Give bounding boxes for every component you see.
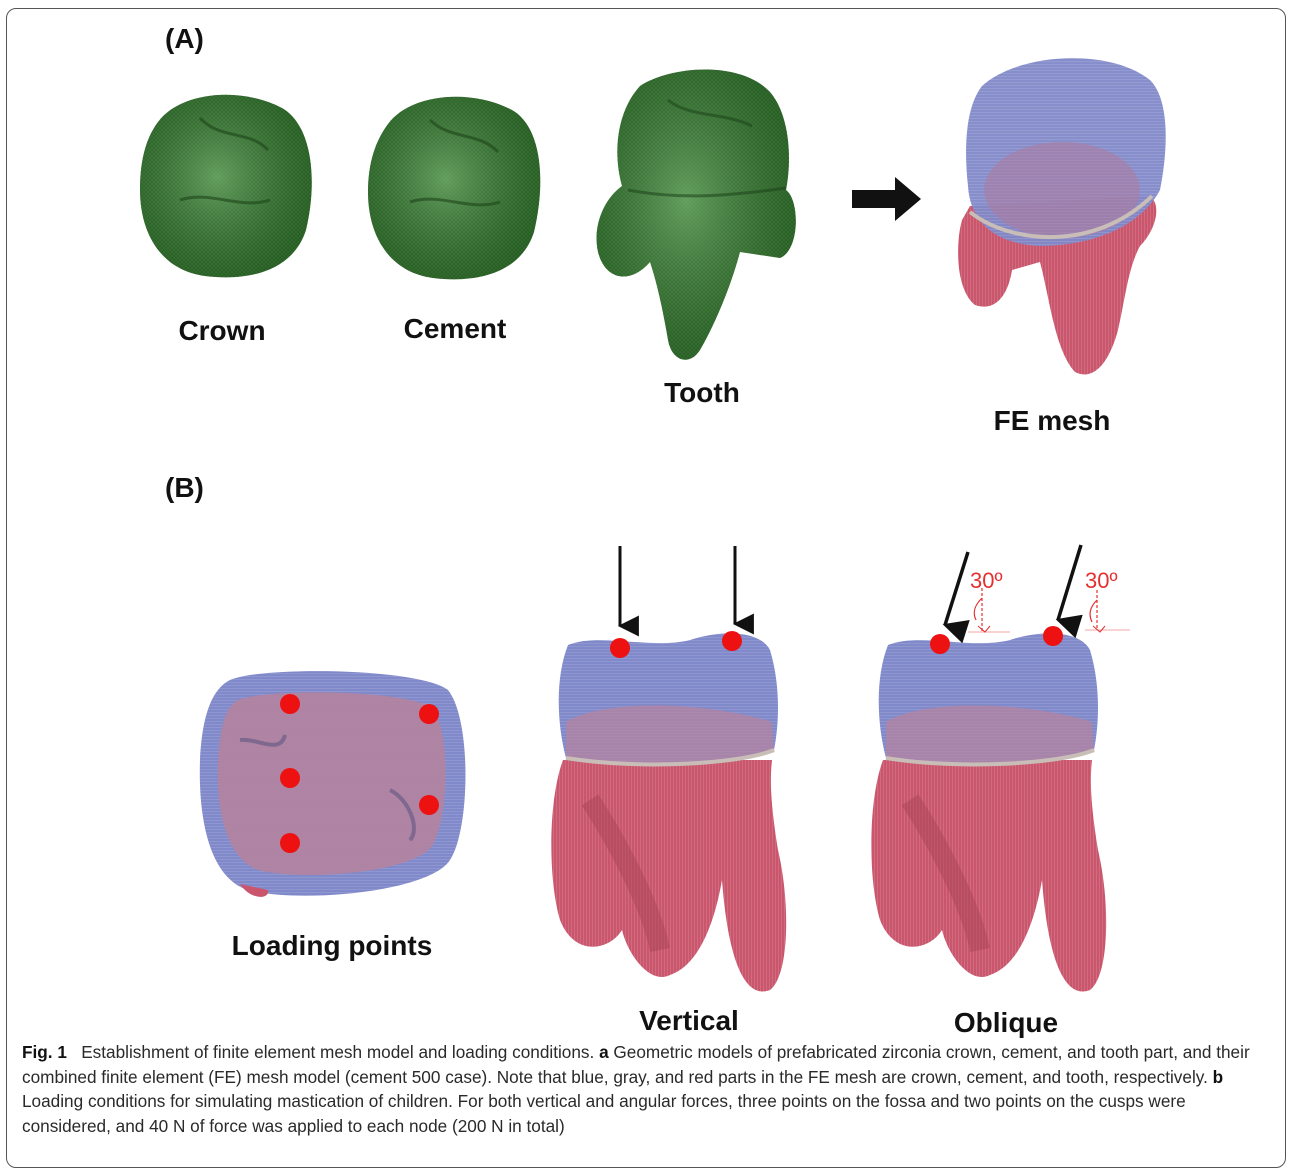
right-arrow-icon	[852, 177, 921, 221]
angle-label-2: 30º	[1085, 568, 1118, 593]
caption-b-label: b	[1213, 1067, 1224, 1087]
oblique-loading-model: 30º 30º	[871, 545, 1130, 992]
label-fe-mesh: FE mesh	[994, 405, 1111, 436]
caption-fig-label: Fig. 1	[22, 1042, 67, 1062]
oblique-force-arrow-2	[1058, 545, 1081, 620]
angle-indicator-1	[968, 588, 1010, 632]
load-point-fossa-1	[280, 694, 300, 714]
panel-a-tag: (A)	[165, 23, 204, 54]
panel-b-tag: (B)	[165, 472, 204, 503]
label-cement: Cement	[404, 313, 507, 344]
figure-caption: Fig. 1 Establishment of finite element m…	[22, 1040, 1267, 1138]
label-loading-points: Loading points	[232, 930, 433, 961]
caption-b-text: Loading conditions for simulating mastic…	[22, 1091, 1186, 1136]
crown-model	[140, 95, 312, 278]
load-point-fossa-3	[280, 833, 300, 853]
oblique-force-arrow-1	[945, 552, 968, 625]
caption-a-label: a	[599, 1042, 609, 1062]
label-tooth: Tooth	[664, 377, 740, 408]
label-oblique: Oblique	[954, 1007, 1058, 1038]
label-crown: Crown	[178, 315, 265, 346]
oblique-load-point-1	[930, 634, 950, 654]
load-point-cusp-1	[419, 704, 439, 724]
vertical-loading-model	[551, 546, 786, 992]
load-point-fossa-2	[280, 768, 300, 788]
vertical-load-point-2	[722, 631, 742, 651]
angle-label-1: 30º	[970, 568, 1003, 593]
load-point-cusp-2	[419, 795, 439, 815]
angle-indicator-2	[1085, 590, 1130, 632]
figure-graphic: (A) Crown Cement Tooth FE mesh (B)	[0, 0, 1292, 1040]
occlusal-view-model	[200, 671, 466, 897]
caption-title: Establishment of finite element mesh mod…	[81, 1042, 594, 1062]
fe-mesh-model	[958, 58, 1166, 374]
cement-model	[368, 97, 540, 280]
vertical-load-point-1	[610, 638, 630, 658]
label-vertical: Vertical	[639, 1005, 739, 1036]
oblique-load-point-2	[1043, 626, 1063, 646]
tooth-model	[597, 70, 796, 360]
